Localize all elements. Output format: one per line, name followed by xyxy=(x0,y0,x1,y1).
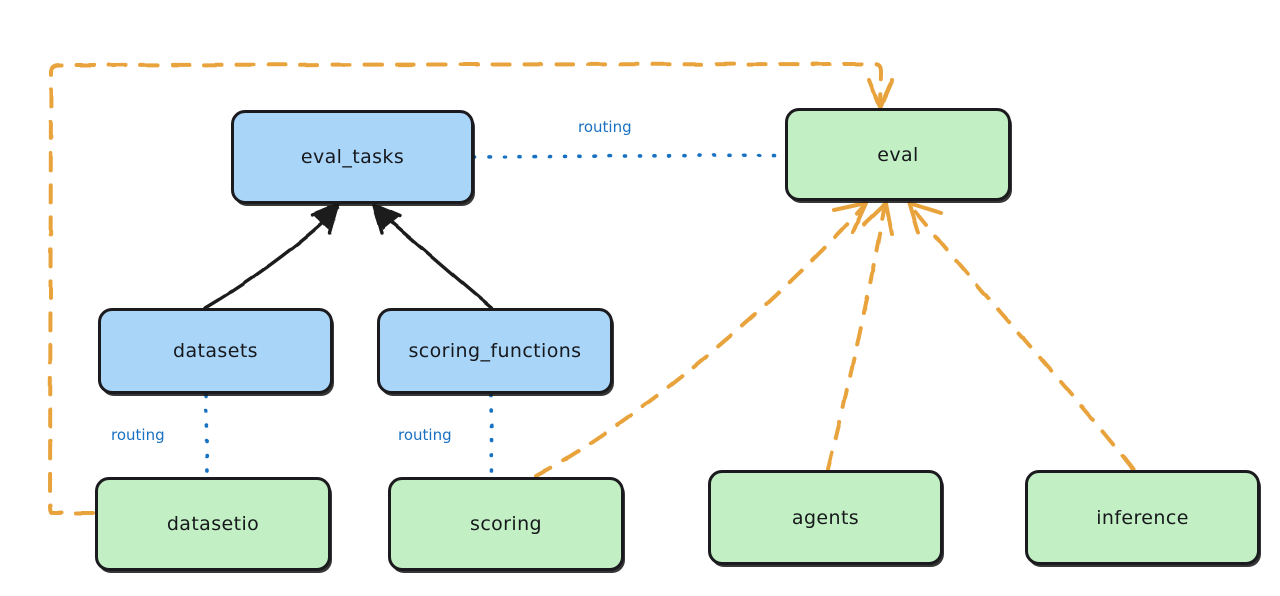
edge-eval-tasks-to-eval xyxy=(472,153,786,159)
node-label-eval-tasks: eval_tasks xyxy=(300,146,405,168)
node-label-eval: eval xyxy=(877,143,919,166)
node-label-inference: inference xyxy=(1096,506,1189,529)
edge-datasets-to-datasetio xyxy=(204,393,209,478)
node-inference[interactable]: inference xyxy=(1025,470,1260,565)
node-scoring-functions[interactable]: scoring_functions xyxy=(377,308,613,394)
node-eval-tasks[interactable]: eval_tasks xyxy=(231,110,474,204)
edge-scoring-functions-to-scoring xyxy=(489,393,494,478)
edge-datasets-to-eval-tasks xyxy=(203,203,340,310)
node-agents[interactable]: agents xyxy=(708,470,943,565)
node-eval[interactable]: eval xyxy=(785,108,1011,201)
node-scoring[interactable]: scoring xyxy=(388,477,624,571)
edge-agents-to-eval xyxy=(826,201,894,471)
node-label-datasetio: datasetio xyxy=(166,513,260,535)
node-label-scoring: scoring xyxy=(470,513,542,535)
edge-inference-to-eval xyxy=(907,201,1135,471)
edge-scoring-functions-to-eval-tasks xyxy=(372,203,494,310)
node-datasetio[interactable]: datasetio xyxy=(95,477,331,571)
node-datasets[interactable]: datasets xyxy=(98,308,333,394)
node-label-agents: agents xyxy=(791,506,860,529)
edge-label-routing-datasets-datasetio: routing xyxy=(111,426,165,444)
node-label-datasets: datasets xyxy=(173,340,258,362)
edge-label-routing-scoring-functions-scoring: routing xyxy=(398,426,452,444)
edge-label-routing-eval-tasks-eval: routing xyxy=(578,118,632,136)
node-label-scoring-functions: scoring_functions xyxy=(408,340,582,362)
